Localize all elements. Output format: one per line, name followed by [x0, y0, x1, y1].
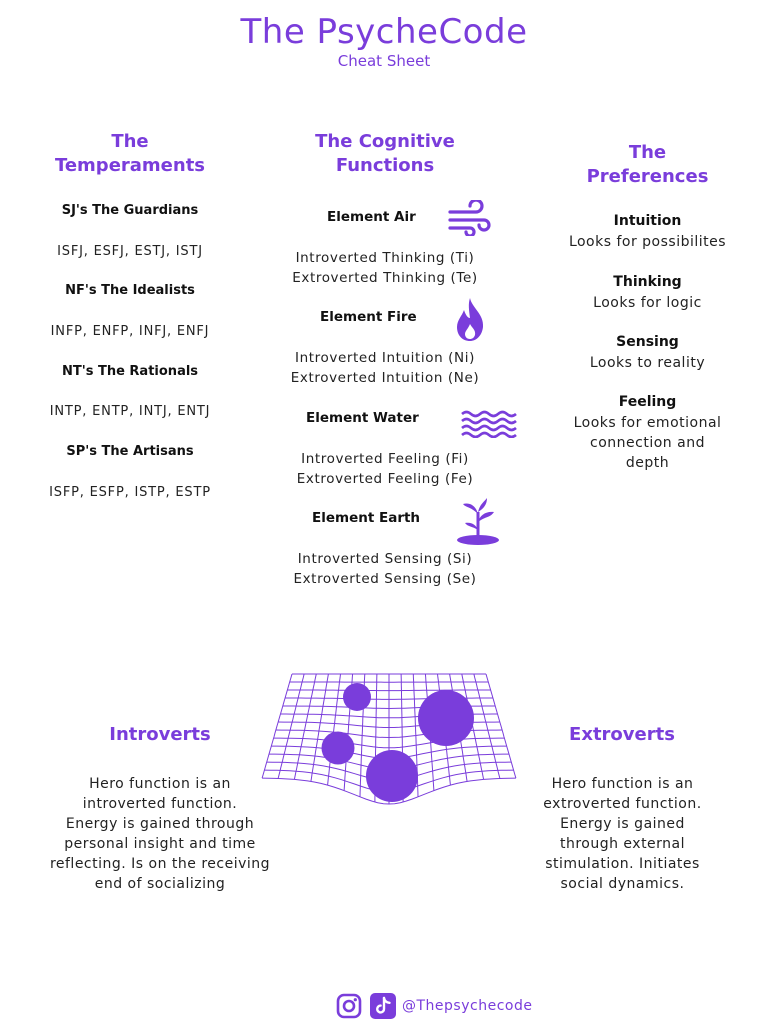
- preferences-heading: The Preferences: [540, 141, 755, 189]
- page-title: The PsycheCode: [240, 12, 528, 52]
- function-line: Introverted Thinking (Ti): [295, 250, 475, 266]
- preference-desc-line: Looks for emotional: [573, 415, 722, 431]
- extroverts-line: extroverted function.: [543, 796, 702, 812]
- temperament-types: INFP, ENFP, INFJ, ENFJ: [50, 324, 210, 339]
- grid-column-line: [327, 673, 341, 786]
- preference-name: Feeling: [618, 394, 677, 410]
- temperament-types: ISFJ, ESFJ, ESTJ, ISTJ: [57, 244, 203, 259]
- preference-name: Sensing: [616, 334, 679, 350]
- temperaments-heading: The Temperaments: [30, 130, 230, 178]
- function-line: Introverted Feeling (Fi): [301, 451, 469, 467]
- temperaments-heading-line2: Temperaments: [54, 155, 206, 176]
- grid-column-line: [473, 673, 501, 779]
- extroverts-line: social dynamics.: [560, 876, 685, 892]
- temperament-types: ISFP, ESFP, ISTP, ESTP: [49, 485, 211, 500]
- introverts-line: end of socializing: [94, 876, 226, 892]
- temperament-name: SJ's The Guardians: [61, 203, 199, 218]
- introverts-heading: Introverts: [109, 724, 211, 745]
- extroverts-line: Energy is gained: [560, 816, 685, 832]
- extroverts-line: through external: [559, 836, 686, 852]
- cognitive-heading-line1: The Cognitive: [315, 131, 455, 152]
- tiktok-icon[interactable]: [370, 993, 396, 1019]
- social-handle[interactable]: @Thepsychecode: [402, 998, 533, 1014]
- grid-column-line: [277, 673, 305, 779]
- introverts-line: introverted function.: [82, 796, 238, 812]
- element-label: Element Fire: [320, 309, 417, 325]
- introverts-line: personal insight and time: [64, 836, 256, 852]
- temperament-types: INTP, ENTP, INTJ, ENTJ: [49, 404, 211, 419]
- flame-icon: [457, 298, 484, 341]
- extroverts-heading: Extroverts: [569, 724, 675, 745]
- function-line: Introverted Sensing (Si): [297, 551, 473, 567]
- instagram-icon[interactable]: [336, 993, 362, 1019]
- introverts-line: Energy is gained through: [65, 816, 255, 832]
- introverts-line: Hero function is an: [89, 776, 231, 792]
- gravity-grid-illustration: [261, 673, 517, 805]
- preferences-heading-line2: Preferences: [586, 166, 709, 187]
- function-line: Extroverted Intuition (Ne): [290, 370, 480, 386]
- extroverts-line: stimulation. Initiates: [545, 856, 700, 872]
- preference-desc-line: connection and: [590, 435, 705, 451]
- temperament-name: SP's The Artisans: [66, 444, 194, 459]
- preference-desc: Looks for logic: [593, 295, 702, 311]
- temperaments-heading-line1: The: [111, 131, 149, 152]
- cognitive-heading-line2: Functions: [335, 155, 435, 176]
- extroverts-description: Hero function is an extroverted function…: [490, 774, 755, 894]
- preference-desc-line: depth: [625, 455, 670, 471]
- grid-column-line: [310, 673, 329, 782]
- grid-column-line: [293, 673, 317, 780]
- preference-desc: Looks for possibilites: [568, 234, 727, 250]
- function-line: Introverted Intuition (Ni): [295, 350, 475, 366]
- function-line: Extroverted Sensing (Se): [293, 571, 477, 587]
- temperament-name: NT's The Rationals: [61, 364, 199, 379]
- waves-icon: [461, 410, 517, 438]
- preference-desc: Looks for emotional connection and depth: [530, 413, 765, 473]
- introverts-description: Hero function is an introverted function…: [15, 774, 305, 894]
- preference-name: Intuition: [613, 213, 682, 229]
- temperament-name: NF's The Idealists: [65, 283, 195, 298]
- sprout-icon: [457, 498, 499, 545]
- element-label: Element Earth: [312, 510, 421, 526]
- grid-column-line: [261, 673, 293, 779]
- introverts-line: reflecting. Is on the receiving: [49, 856, 271, 872]
- function-line: Extroverted Thinking (Te): [292, 270, 478, 286]
- cognitive-heading: The Cognitive Functions: [270, 130, 500, 178]
- function-line: Extroverted Feeling (Fe): [296, 471, 474, 487]
- wind-icon: [448, 200, 491, 236]
- page-subtitle: Cheat Sheet: [337, 52, 431, 70]
- grid-column-line: [485, 673, 517, 779]
- preference-name: Thinking: [613, 274, 682, 290]
- element-label: Element Air: [327, 209, 416, 225]
- preferences-heading-line1: The: [628, 142, 667, 163]
- extroverts-line: Hero function is an: [551, 776, 694, 792]
- preference-desc: Looks to reality: [589, 355, 706, 371]
- element-label: Element Water: [306, 410, 419, 426]
